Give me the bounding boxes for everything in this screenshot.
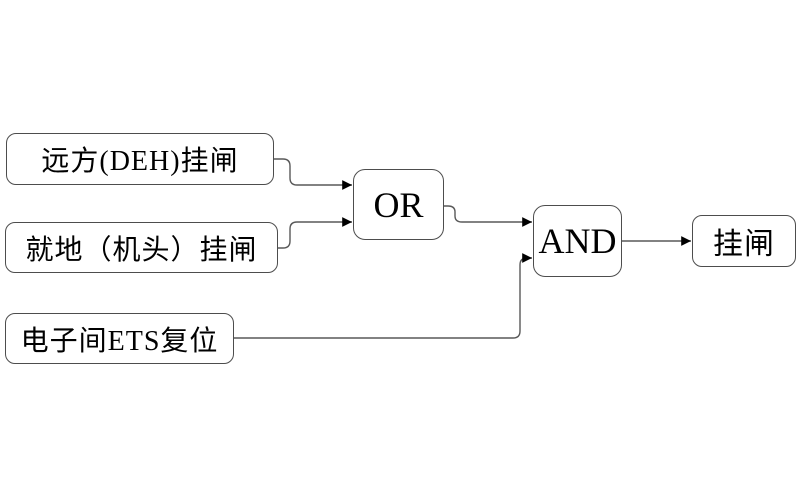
node-latch-output-label: 挂闸 xyxy=(713,228,775,261)
node-or-gate-label: OR xyxy=(373,184,424,225)
node-latch-output: 挂闸 xyxy=(692,215,796,267)
node-ets-reset-label: 电子间ETS复位 xyxy=(20,325,219,357)
connector-ets-to-and xyxy=(234,253,532,339)
connector-remote-to-or xyxy=(274,158,352,190)
node-remote-deh-latch: 远方(DEH)挂闸 xyxy=(6,133,274,185)
node-local-head-latch: 就地（机头）挂闸 xyxy=(5,222,278,273)
node-local-head-latch-label: 就地（机头）挂闸 xyxy=(25,234,258,266)
node-and-gate-label: AND xyxy=(538,221,617,261)
connector-local-to-or xyxy=(278,217,352,249)
node-or-gate: OR xyxy=(353,169,444,240)
node-ets-reset: 电子间ETS复位 xyxy=(5,313,234,364)
node-remote-deh-latch-label: 远方(DEH)挂闸 xyxy=(41,146,239,177)
node-and-gate: AND xyxy=(533,205,622,277)
connector-or-to-and xyxy=(444,205,532,227)
